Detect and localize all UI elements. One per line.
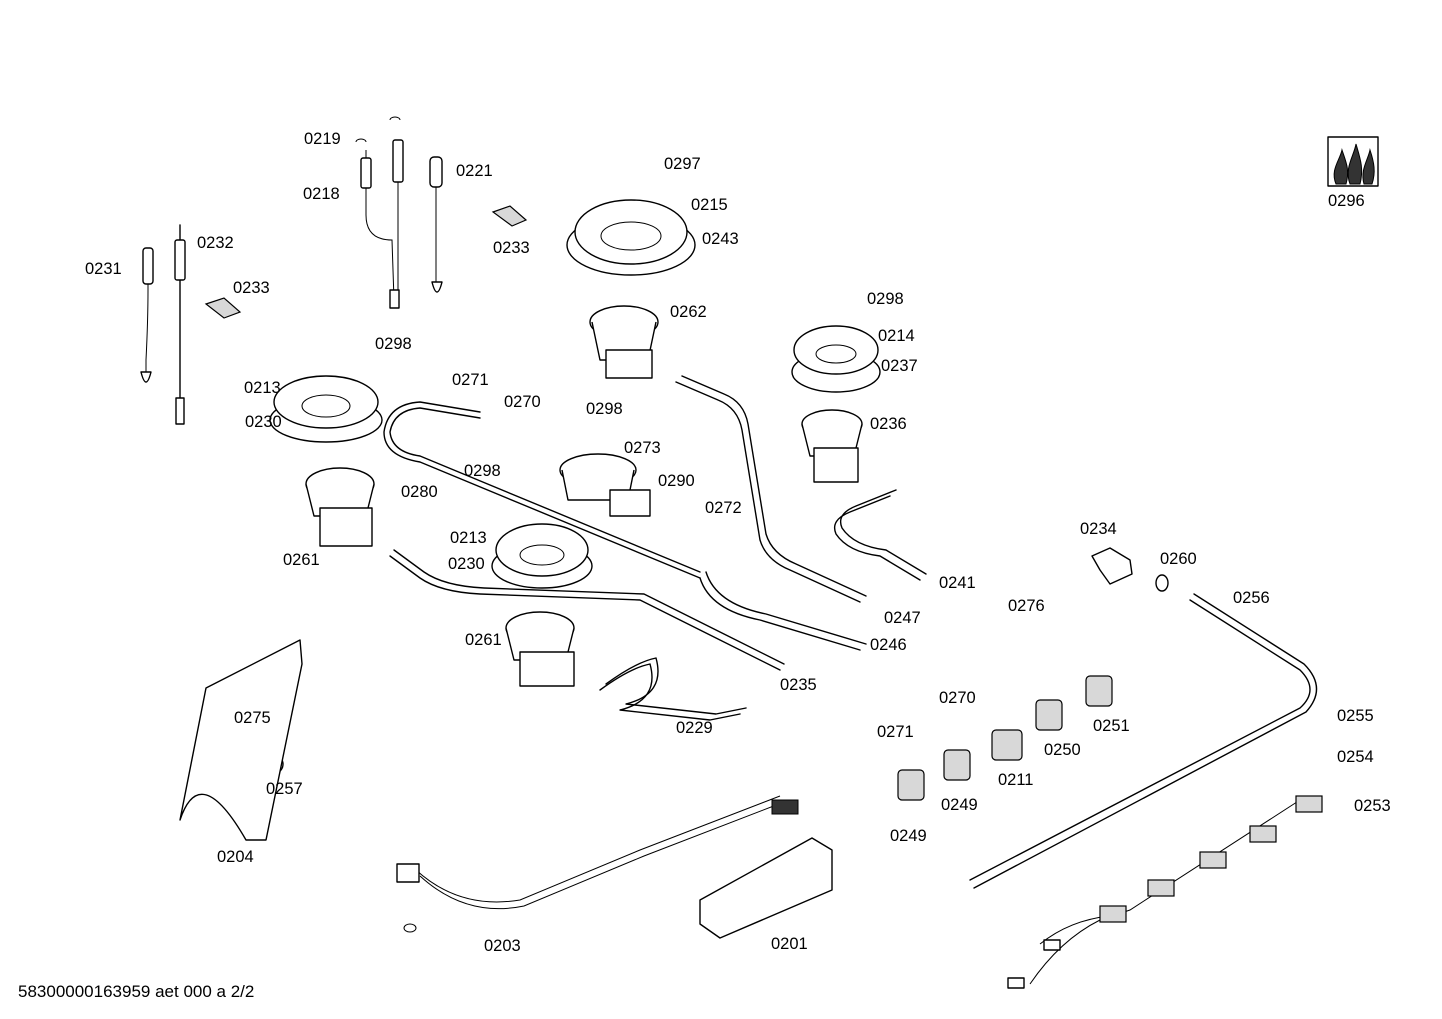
part-label: 0229: [676, 719, 713, 737]
part-label: 0218: [303, 185, 340, 203]
part-label: 0247: [884, 609, 921, 627]
part-label: 0215: [691, 196, 728, 214]
part-label: 0272: [705, 499, 742, 517]
part-label: 0273: [624, 439, 661, 457]
clip-icon: [204, 297, 242, 319]
part-label: 0271: [452, 371, 489, 389]
part-label: 0251: [1093, 717, 1130, 735]
wiring-harness: [396, 795, 833, 939]
part-label: 0297: [664, 155, 701, 173]
part-label: 0230: [448, 555, 485, 573]
part-label: 0261: [283, 551, 320, 569]
burner-cap-rear: [566, 199, 696, 276]
part-label: 0256: [1233, 589, 1270, 607]
part-label: 0290: [658, 472, 695, 490]
part-label: 0275: [234, 709, 271, 727]
part-label: 0221: [456, 162, 493, 180]
gas-valves: [897, 675, 1113, 801]
part-label: 0243: [702, 230, 739, 248]
burner-body: [589, 305, 659, 379]
part-label: 0280: [401, 483, 438, 501]
part-label: 0270: [504, 393, 541, 411]
part-label: 0254: [1337, 748, 1374, 766]
part-label: 0298: [586, 400, 623, 418]
part-label: 0219: [304, 130, 341, 148]
part-label: 0298: [867, 290, 904, 308]
part-label: 0233: [493, 239, 530, 257]
part-label: 0262: [670, 303, 707, 321]
document-reference: 58300000163959 aet 000 a 2/2: [18, 982, 255, 1001]
part-label: 0253: [1354, 797, 1391, 815]
part-label: 0241: [939, 574, 976, 592]
part-label: 0298: [375, 335, 412, 353]
part-label: 0260: [1160, 550, 1197, 568]
part-label: 0271: [877, 723, 914, 741]
part-label: 0249: [941, 796, 978, 814]
part-label: 0236: [870, 415, 907, 433]
part-label: 0257: [266, 780, 303, 798]
part-label: 0249: [890, 827, 927, 845]
burner-cap-right: [791, 325, 881, 393]
clip-icon: [491, 205, 528, 227]
part-label: 0261: [465, 631, 502, 649]
part-label: 0246: [870, 636, 907, 654]
part-label: 0211: [998, 771, 1034, 789]
burner-body: [801, 409, 863, 483]
flame-logo-icon: [1327, 136, 1379, 187]
part-label: 0255: [1337, 707, 1374, 725]
part-label: 0233: [233, 279, 270, 297]
part-label: 0276: [1008, 597, 1045, 615]
ignition-harness: [1007, 795, 1323, 989]
part-label: 0203: [484, 937, 521, 955]
part-label: 0232: [197, 234, 234, 252]
elbow-fittings: [225, 547, 1169, 773]
part-label: 0204: [217, 848, 254, 866]
part-label: 0213: [244, 379, 281, 397]
gas-pipes: [383, 375, 1318, 889]
part-label: 0296: [1328, 192, 1365, 210]
part-label: 0201: [771, 935, 808, 953]
thermocouple-parts: [140, 116, 443, 425]
part-label: 0298: [464, 462, 501, 480]
fitting-0273: [559, 453, 651, 517]
burner-cap-left: [269, 375, 383, 443]
part-label: 0214: [878, 327, 915, 345]
parts-bag: [179, 639, 303, 841]
burner-cap-center: [491, 523, 593, 589]
part-label: 0250: [1044, 741, 1081, 759]
part-label: 0235: [780, 676, 817, 694]
part-label: 0230: [245, 413, 282, 431]
part-label: 0231: [85, 260, 122, 278]
part-label: 0213: [450, 529, 487, 547]
part-label: 0237: [881, 357, 918, 375]
part-label: 0234: [1080, 520, 1117, 538]
burner-body: [305, 467, 375, 547]
part-label: 0270: [939, 689, 976, 707]
burner-body: [505, 611, 575, 687]
